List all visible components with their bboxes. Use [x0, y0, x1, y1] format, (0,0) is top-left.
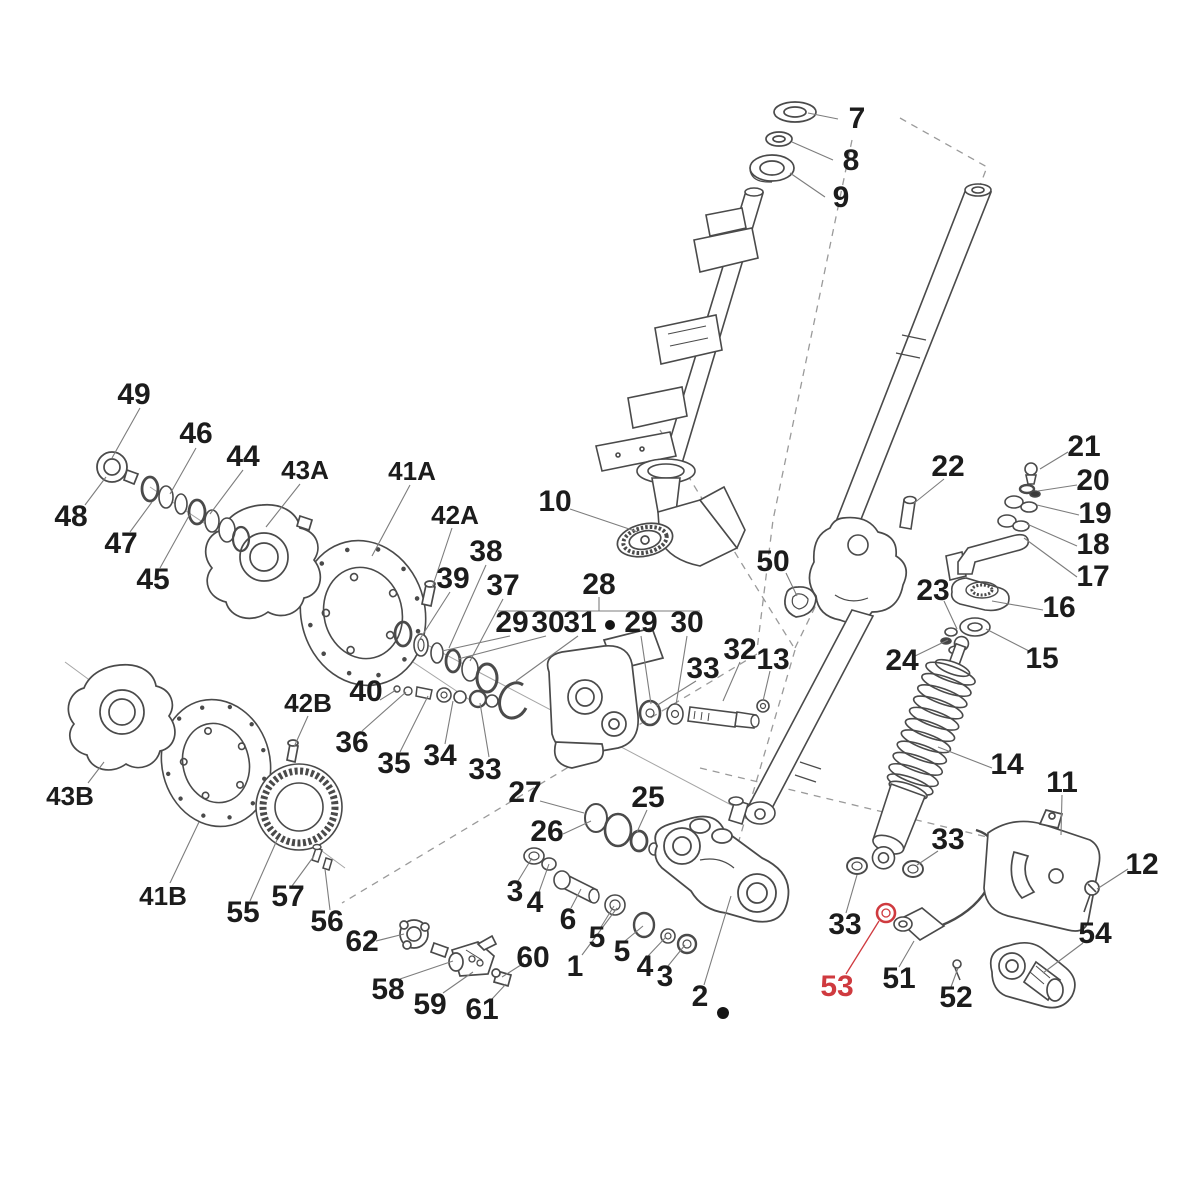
dust-cover-plate: [616, 522, 674, 558]
shock-mount-orings: [846, 857, 924, 878]
front-hub-and-bearings: [96, 451, 437, 620]
shock-absorber: [871, 635, 976, 870]
leader-line-53: [845, 920, 880, 975]
seal-rings-25-27: [584, 803, 660, 856]
brake-disc-rear: [160, 698, 272, 828]
frame-steering-column: [595, 187, 765, 567]
brake-disc-front: [299, 539, 427, 687]
dashed-boundary-lines: [341, 117, 1009, 904]
tone-ring: [255, 763, 343, 871]
steering-lock-parts-stack: [899, 462, 1041, 655]
speed-sensor: [893, 828, 999, 981]
pivot-bolt-and-bushings: [523, 847, 698, 955]
bearing-seal-stack: [393, 620, 528, 720]
brake-caliper: [546, 626, 665, 769]
side-cover: [983, 808, 1101, 932]
highlighted-oring-53: [875, 902, 897, 924]
fork-tube: [728, 183, 993, 826]
lower-clamp-bracket: [989, 941, 1076, 1009]
leader-lines: [84, 112, 1129, 1000]
rubber-buffer-50: [784, 586, 817, 618]
bleed-valve-parts: [399, 919, 513, 988]
axle-bolt-and-washers: [638, 699, 770, 729]
steering-bearing-rings: [749, 101, 817, 183]
lower-steering-link: [654, 815, 790, 923]
